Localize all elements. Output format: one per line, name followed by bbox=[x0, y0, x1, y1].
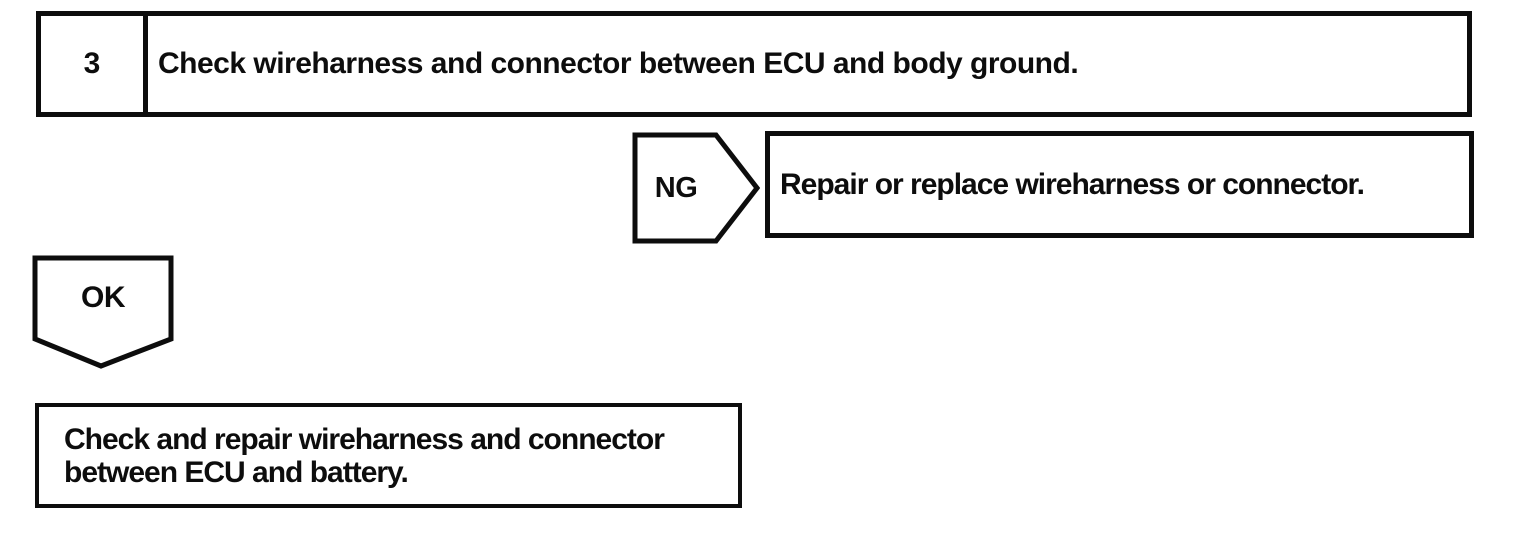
ok-pentagon-icon bbox=[32, 255, 174, 369]
step-box: 3 Check wireharness and connector betwee… bbox=[36, 11, 1472, 117]
step-instruction: Check wireharness and connector between … bbox=[158, 47, 1079, 80]
ng-pentagon-icon bbox=[632, 132, 760, 244]
ok-label: OK bbox=[81, 281, 126, 314]
ok-action-box: Check and repair wireharness and connect… bbox=[35, 403, 742, 508]
ok-action-line-1: Check and repair wireharness and connect… bbox=[64, 422, 665, 456]
ng-label: NG bbox=[654, 171, 698, 204]
ng-action-box: Repair or replace wireharness or connect… bbox=[765, 131, 1474, 238]
step-number: 3 bbox=[41, 16, 148, 112]
ng-branch-marker: NG bbox=[632, 132, 760, 244]
ok-action-line-2: between ECU and battery. bbox=[64, 455, 409, 489]
ok-branch-marker: OK bbox=[32, 255, 174, 369]
ng-action-text: Repair or replace wireharness or connect… bbox=[780, 167, 1365, 201]
